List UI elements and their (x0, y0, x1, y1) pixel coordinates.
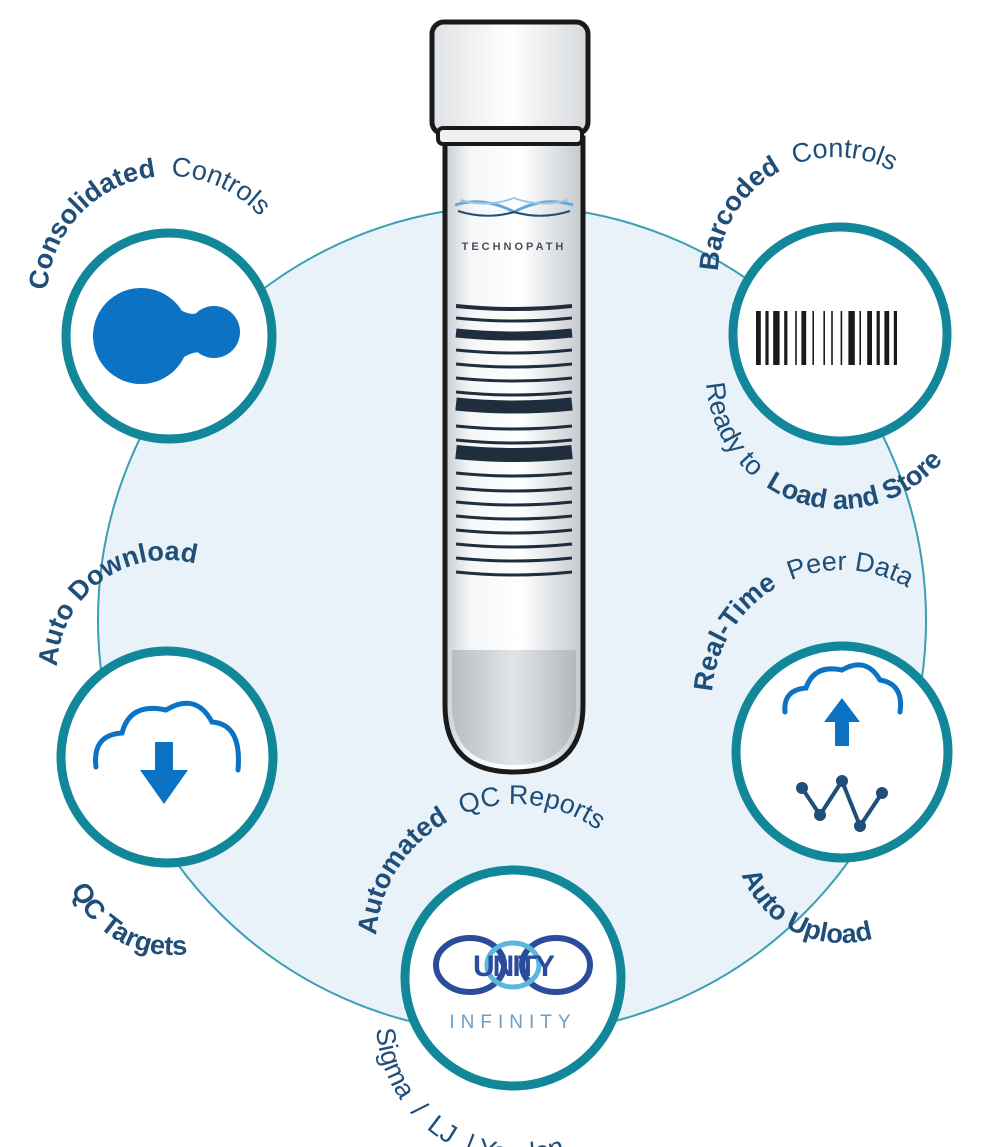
tube-liquid (452, 650, 576, 765)
barcoded-ring (728, 222, 952, 446)
tube-label-stripe (455, 471, 573, 478)
qc-targets-label: QC Targets (65, 877, 188, 961)
barcode-bar (876, 311, 880, 365)
tube-label-stripe (455, 390, 573, 397)
cloud-upload-network-icon (782, 662, 904, 832)
tube-label-stripe (455, 528, 573, 535)
tube-brand-text: TECHNOPATH (462, 241, 567, 253)
tube-label-stripe (455, 348, 573, 355)
tube-barcode-label (455, 304, 573, 577)
tube-cap (429, 19, 591, 137)
barcode-bar (893, 311, 897, 365)
sample-tube: TECHNOPATH (429, 19, 591, 775)
tube-label-stripe (455, 328, 573, 341)
infinity-logo-text: INFINITY (449, 1012, 576, 1033)
peer-ring (731, 641, 953, 863)
barcode-bar (859, 311, 861, 365)
tube-label-stripe (455, 500, 573, 507)
tube-label-stripe (455, 316, 573, 323)
barcode-bar (812, 311, 814, 365)
tube-label-stripe (455, 514, 573, 521)
barcode-bar (784, 311, 788, 365)
barcode-bar (795, 311, 797, 365)
barcode-bar (840, 311, 843, 365)
unity-logo-icon: UNITY INFINITY (433, 935, 593, 1033)
barcode-bar (884, 311, 890, 365)
reports-ring (400, 865, 626, 1091)
tube-label-stripe (455, 362, 573, 369)
tube-label-stripe (455, 570, 573, 577)
barcode-bar (848, 311, 855, 365)
tube-label-stripe (455, 445, 573, 462)
tube-label-stripe (455, 397, 573, 414)
molecule-icon (93, 288, 240, 384)
barcode-icon (756, 311, 897, 365)
tube-label-stripe (455, 556, 573, 563)
barcode-bar (867, 311, 872, 365)
barcode-bar (823, 311, 825, 365)
barcode-bar (756, 311, 761, 365)
technopath-logo-icon (454, 196, 574, 217)
barcode-bar (765, 311, 769, 365)
tube-label-stripe (455, 424, 573, 431)
tube-label-stripe (455, 438, 573, 445)
tube-label-stripe (455, 304, 573, 311)
unity-logo-text: UNITY (473, 950, 555, 983)
tube-label-stripe (455, 486, 573, 493)
tube-label-stripe (455, 376, 573, 383)
tube-label-stripe (455, 542, 573, 549)
barcode-bar (831, 311, 833, 365)
tube-cap-rim (436, 126, 584, 146)
barcode-bar (801, 311, 807, 365)
barcode-bar (773, 311, 780, 365)
cloud-download-icon (93, 700, 241, 804)
feature-consolidated-controls: Consolidated Controls (23, 152, 277, 444)
